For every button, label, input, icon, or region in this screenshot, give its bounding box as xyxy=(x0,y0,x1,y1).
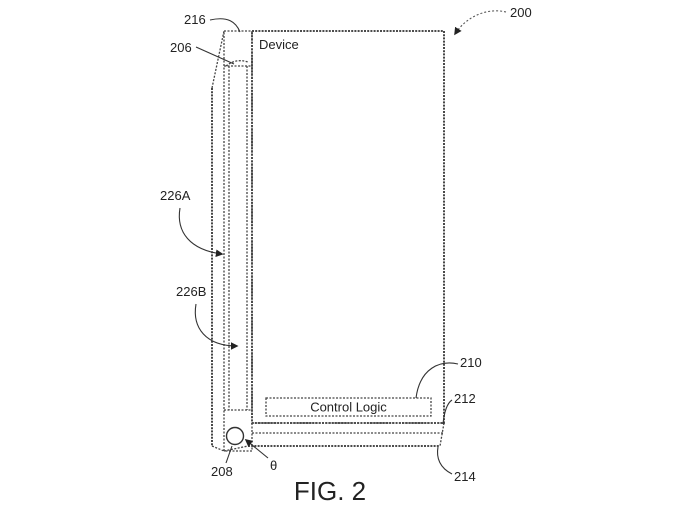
hinge-circle xyxy=(225,426,245,446)
ref-226a: 226A xyxy=(160,188,191,203)
side-panel-curve xyxy=(225,60,249,67)
leader-216 xyxy=(209,18,241,33)
ref-206: 206 xyxy=(170,40,192,55)
ref-210: 210 xyxy=(460,355,482,370)
side-panel xyxy=(211,30,253,452)
bottom-panel-right-edge xyxy=(439,422,445,447)
ref-212: 212 xyxy=(454,391,476,406)
bottom-panel-left-edge xyxy=(223,445,249,452)
leader-226b xyxy=(194,303,239,350)
figure-caption: FIG. 2 xyxy=(294,476,366,506)
device-outline xyxy=(251,30,445,424)
device-label: Device xyxy=(259,37,299,52)
leader-226a xyxy=(178,207,224,258)
control-logic-box: Control Logic xyxy=(265,397,432,417)
ref-216: 216 xyxy=(184,12,206,27)
leader-210 xyxy=(415,362,459,399)
control-logic-outline xyxy=(265,397,432,417)
bottom-panel xyxy=(223,422,445,452)
side-panel-depth-bottom xyxy=(211,445,225,452)
leader-206 xyxy=(195,46,235,65)
ref-226b: 226B xyxy=(176,284,206,299)
leader-212 xyxy=(442,399,453,425)
leader-214 xyxy=(436,446,453,475)
leader-200 xyxy=(454,10,507,36)
control-logic-label: Control Logic xyxy=(310,400,387,415)
ref-214: 214 xyxy=(454,469,476,484)
ref-200: 200 xyxy=(510,5,532,20)
ref-208: 208 xyxy=(211,464,233,479)
device-body: Device xyxy=(251,30,445,424)
angle-theta: θ xyxy=(270,458,277,473)
leader-theta xyxy=(244,439,269,459)
side-panel-depth-top xyxy=(211,30,225,89)
side-panel-outline xyxy=(223,30,253,452)
leader-208 xyxy=(225,445,233,464)
